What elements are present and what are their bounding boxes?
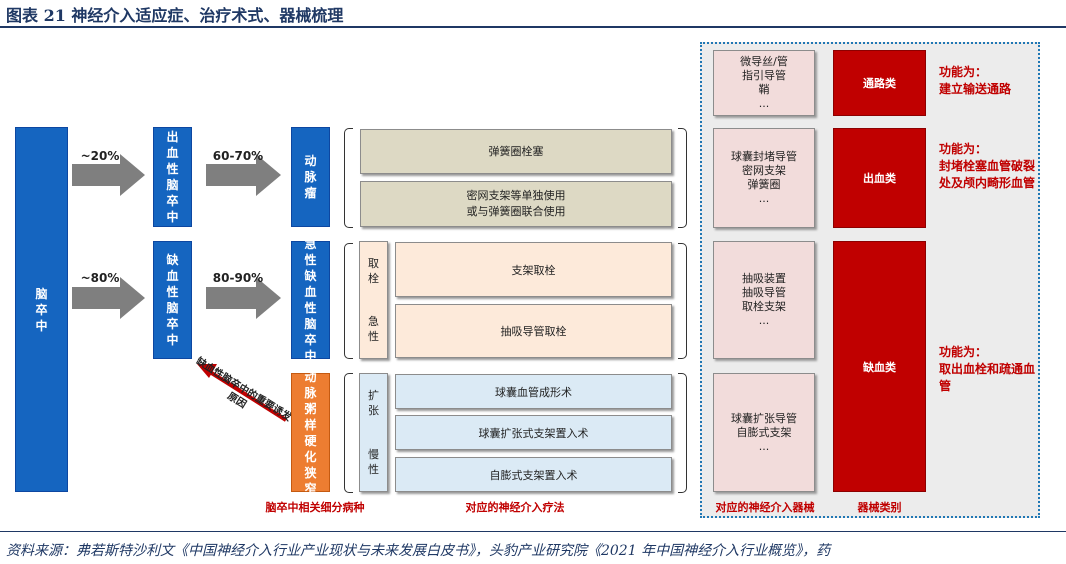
device-hemorrhagic-3: 弹簧圈 (747, 178, 781, 191)
stroke-box: 脑卒中 (15, 127, 68, 492)
stenosis-box: 动脉粥样硬化狭窄 (291, 370, 330, 496)
caption-therapies: 对应的神经介入疗法 (465, 501, 565, 514)
arrow-to-acute (206, 277, 281, 319)
cause-arrow-head (197, 364, 217, 378)
footer-divider (0, 531, 1066, 532)
acute-label: 急性 (368, 315, 379, 343)
device-stenosis-2: 自膨式支架 (736, 425, 792, 439)
therapy-self-expanding: 自膨式支架置入术 (395, 457, 672, 492)
therapy-balloon-stent-label: 球囊扩张式支架置入术 (478, 426, 589, 440)
device-thrombectomy-3: 取栓支架 (742, 300, 786, 313)
therapy-balloon-angioplasty: 球囊血管成形术 (395, 374, 672, 409)
function-access: 功能为： 建立输送通路 (939, 64, 1035, 98)
category-access: 通路类 (833, 50, 926, 116)
aneurysm-label: 动脉瘤 (304, 154, 317, 200)
devices-stenosis: 球囊扩张导管 自膨式支架 ... (713, 373, 815, 492)
arrow-to-aneurysm (206, 154, 281, 196)
caption-category: 器械类别 (857, 501, 902, 514)
device-hemorrhagic-2: 密网支架 (742, 164, 786, 177)
hemorrhagic-stroke-box: 出血性脑卒中 (153, 127, 192, 227)
category-ischemic-label: 缺血类 (863, 360, 896, 374)
therapy-mesh-line1: 密网支架等单独使用 (466, 189, 566, 202)
aneurysm-brace-left (344, 128, 353, 228)
stroke-label: 脑卒中 (35, 286, 48, 333)
hemorrhagic-share: ~20% (80, 149, 120, 163)
aneurysm-brace-right (678, 128, 687, 228)
therapy-stent-retrieval: 支架取栓 (395, 242, 672, 297)
category-access-label: 通路类 (863, 77, 896, 90)
caption-subtypes: 脑卒中相关细分病种 (265, 501, 365, 514)
device-access-1: 微导丝/管 (740, 55, 788, 68)
category-hemorrhagic-label: 出血类 (863, 172, 896, 185)
devices-thrombectomy: 抽吸装置 抽吸导管 取栓支架 ... (713, 241, 815, 359)
function-ischemic-title: 功能为： (939, 345, 988, 359)
arrow-to-ischemic (72, 277, 145, 319)
therapy-mesh-line2: 或与弹簧圈联合使用 (466, 205, 566, 218)
function-access-desc: 建立输送通路 (939, 82, 1012, 96)
function-ischemic: 功能为： 取出血栓和疏通血管 (939, 344, 1035, 395)
therapy-coil-label: 弹簧圈栓塞 (488, 144, 544, 158)
therapy-balloon-angioplasty-label: 球囊血管成形术 (495, 385, 572, 399)
devices-access: 微导丝/管 指引导管 鞘 ... (713, 50, 815, 116)
arrow-to-hemorrhagic (72, 154, 145, 196)
aneurysm-share: 60-70% (212, 149, 264, 163)
cause-arrow-line (208, 370, 288, 422)
device-access-2: 指引导管 (742, 69, 786, 82)
category-hemorrhagic: 出血类 (833, 128, 926, 228)
stenosis-brace-right (678, 373, 687, 493)
category-ischemic: 缺血类 (833, 241, 926, 492)
therapy-aspiration: 抽吸导管取栓 (395, 304, 672, 358)
source-note: 资料来源：弗若斯特沙利文《中国神经介入行业产业现状与未来发展白皮书》，头豹产业研… (6, 543, 831, 559)
title-divider (0, 26, 1066, 28)
function-ischemic-desc: 取出血栓和疏通血管 (939, 362, 1036, 393)
therapy-aspiration-label: 抽吸导管取栓 (500, 325, 567, 338)
acute-ischemic-label: 急性缺血性脑卒中 (304, 237, 317, 363)
chronic-label: 慢性 (368, 447, 379, 476)
acute-brace-right (678, 243, 687, 359)
thrombectomy-label: 取栓 (368, 257, 379, 285)
function-access-title: 功能为： (939, 65, 988, 79)
thrombectomy-column: 取栓 急性 (359, 241, 388, 359)
function-hemorrhagic-title: 功能为： (939, 142, 988, 156)
figure-title: 图表 21 神经介入适应症、治疗术式、器械梳理 (6, 6, 344, 25)
device-thrombectomy-4: ... (758, 314, 770, 327)
therapy-mesh-stent: 密网支架等单独使用 或与弹簧圈联合使用 (360, 181, 672, 227)
hemorrhagic-stroke-label: 出血性脑卒中 (166, 130, 179, 224)
ischemic-stroke-box: 缺血性脑卒中 (153, 241, 192, 359)
device-access-3: 鞘 (758, 83, 770, 96)
device-hemorrhagic-4: ... (758, 192, 770, 205)
therapy-self-expanding-label: 自膨式支架置入术 (489, 468, 578, 482)
acute-brace-left (344, 243, 353, 359)
stenosis-label: 动脉粥样硬化狭窄 (304, 369, 317, 496)
device-hemorrhagic-1: 球囊封堵导管 (731, 150, 797, 163)
therapy-stent-retrieval-label: 支架取栓 (511, 263, 556, 277)
function-hemorrhagic: 功能为： 封堵栓塞血管破裂处及颅内畸形血管 (939, 141, 1035, 192)
acute-share: 80-90% (212, 271, 264, 285)
therapy-balloon-stent: 球囊扩张式支架置入术 (395, 415, 672, 450)
therapy-coil: 弹簧圈栓塞 (360, 129, 672, 174)
device-thrombectomy-2: 抽吸导管 (742, 286, 786, 299)
devices-hemorrhagic: 球囊封堵导管 密网支架 弹簧圈 ... (713, 128, 815, 228)
ischemic-stroke-label: 缺血性脑卒中 (166, 253, 179, 347)
device-stenosis-1: 球囊扩张导管 (731, 411, 797, 425)
function-hemorrhagic-desc: 封堵栓塞血管破裂处及颅内畸形血管 (939, 159, 1036, 190)
dilation-column: 扩张 慢性 (359, 373, 388, 492)
caption-devices: 对应的神经介入器械 (715, 501, 815, 514)
device-thrombectomy-1: 抽吸装置 (742, 272, 786, 285)
dilation-label: 扩张 (368, 389, 379, 418)
acute-ischemic-box: 急性缺血性脑卒中 (291, 237, 330, 363)
stenosis-brace-left (344, 373, 353, 493)
device-stenosis-3: ... (758, 439, 770, 453)
ischemic-share: ~80% (80, 271, 120, 285)
device-access-4: ... (758, 97, 770, 110)
aneurysm-box: 动脉瘤 (291, 127, 330, 227)
